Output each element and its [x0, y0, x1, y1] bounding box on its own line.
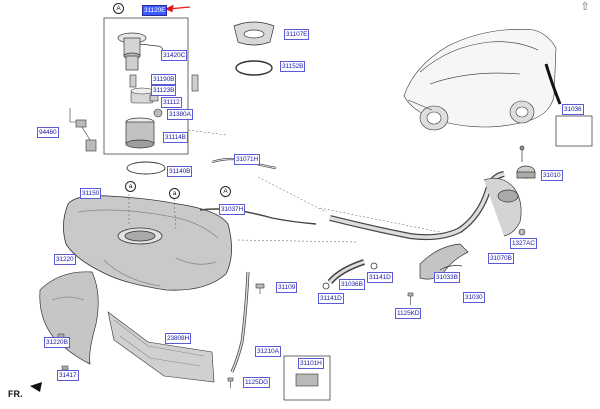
selection-arrow: [164, 4, 191, 13]
part-label-31220[interactable]: 31220: [54, 254, 76, 265]
bolt-1125kd: [407, 292, 414, 305]
part-label-31101h[interactable]: 31101H: [298, 358, 324, 369]
part-label-31417[interactable]: 31417: [57, 370, 79, 381]
part-label-31420c[interactable]: 31420C: [161, 50, 188, 61]
vehicle-pointer: [544, 63, 562, 105]
part-label-31150[interactable]: 31150: [80, 188, 102, 199]
part-label-31141d-left[interactable]: 31141D: [318, 293, 344, 304]
part-label-31112[interactable]: 31112: [161, 97, 182, 108]
callout-A-hose: A: [220, 186, 231, 197]
part-label-31107e[interactable]: 31107E: [284, 29, 310, 40]
filler-cap: [516, 145, 536, 179]
part-label-31141d-right[interactable]: 31141D: [367, 272, 393, 283]
tank-strap: [230, 271, 250, 373]
part-label-31033b[interactable]: 31033B: [434, 272, 460, 283]
part-label-31071h[interactable]: 31071H: [234, 154, 261, 165]
part-label-31030[interactable]: 31030: [463, 292, 485, 303]
filter-canister: [125, 117, 155, 149]
part-label-31070b[interactable]: 31070B: [488, 253, 514, 264]
part-label-1125dg[interactable]: 1125DG: [243, 377, 271, 388]
pump-small-parts: [129, 74, 199, 118]
heat-shield: [39, 271, 99, 365]
part-label-31037h[interactable]: 31037H: [219, 204, 246, 215]
part-label-94460[interactable]: 94460: [37, 127, 59, 138]
callout-a-left: a: [125, 181, 136, 192]
pump-group-frame: [103, 17, 189, 155]
vehicle-box: [555, 115, 593, 147]
seal-ring: [126, 161, 166, 175]
part-label-31210a[interactable]: 31210A: [255, 346, 281, 357]
nav-arrow-icon[interactable]: ⇧: [580, 1, 590, 13]
part-label-31114b[interactable]: 31114B: [163, 132, 188, 143]
part-label-31036-vehicle[interactable]: 31036: [562, 104, 584, 115]
part-label-1327ac[interactable]: 1327AC: [510, 238, 537, 249]
vapor-line: [199, 208, 317, 225]
under-protector: [107, 311, 215, 383]
part-label-31010[interactable]: 31010: [541, 170, 563, 181]
filler-neck: [329, 171, 522, 241]
leader-lines: [128, 129, 441, 243]
part-label-31120e[interactable]: 31120E: [142, 5, 168, 16]
pump-flange: [117, 32, 164, 71]
front-arrow-icon: [30, 382, 42, 392]
part-label-31109[interactable]: 31109: [276, 282, 298, 293]
orientation-label: FR.: [8, 389, 23, 399]
filler-bracket: [419, 243, 469, 280]
callout-a-right: a: [169, 188, 180, 199]
callout-A-top: A: [113, 3, 124, 14]
part-label-31220b[interactable]: 31220B: [44, 337, 70, 348]
part-label-23808h[interactable]: 23808H: [165, 333, 192, 344]
part-label-31123b[interactable]: 31123B: [151, 85, 177, 96]
lock-ring: [235, 60, 273, 76]
part-label-31036b[interactable]: 31036B: [339, 279, 365, 290]
part-label-31190b[interactable]: 31190B: [151, 74, 177, 85]
kit-pad: [295, 373, 319, 387]
fuel-tank: [63, 195, 232, 291]
sensor-harness: [69, 108, 97, 152]
part-label-31380a[interactable]: 31380A: [167, 109, 193, 120]
clip-31141d-right: [370, 262, 378, 270]
vehicle-sketch: [403, 29, 557, 131]
clip-31141d-left: [322, 282, 330, 290]
gasket-plate: [233, 21, 275, 46]
bolt-31109: [255, 283, 265, 294]
part-label-1125kd[interactable]: 1125KD: [395, 308, 422, 319]
clamp-1327ac: [518, 228, 526, 236]
part-label-31152b[interactable]: 31152B: [280, 61, 306, 72]
part-label-31140b[interactable]: 31140B: [167, 166, 193, 177]
bolt-1125dg: [227, 377, 234, 388]
